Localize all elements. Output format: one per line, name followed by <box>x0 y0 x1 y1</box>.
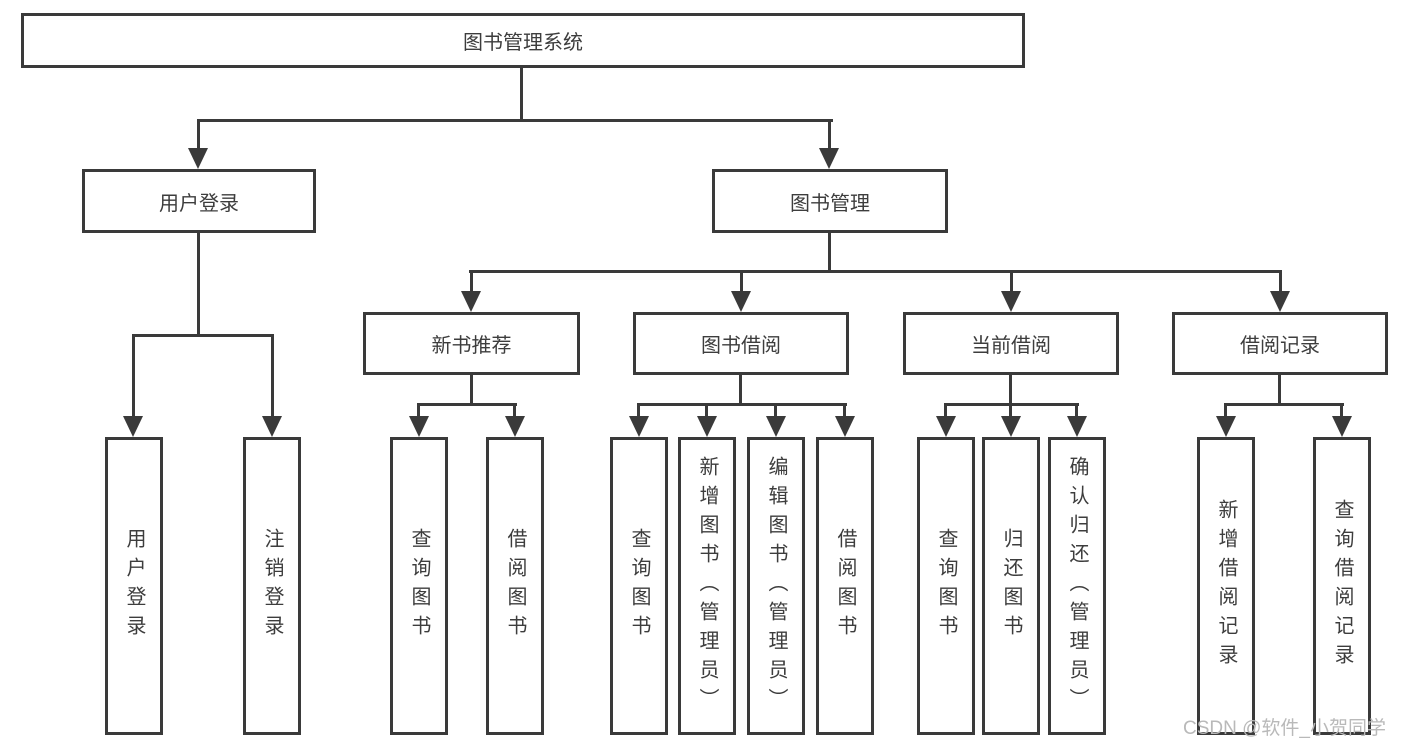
node-leaf-add-borrow-record: 新增借阅记录 <box>1197 437 1255 735</box>
node-book-borrow: 图书借阅 <box>633 312 849 375</box>
connector-leaf-stem <box>1224 403 1227 416</box>
connector-to-new-book-recommend-stem <box>470 270 473 291</box>
node-label: 查询图书 <box>628 528 650 644</box>
connector-to-leaf-user-login-stem <box>132 334 135 416</box>
node-leaf-logout: 注销登录 <box>243 437 301 735</box>
arrow-to-book-borrow-icon <box>731 291 751 312</box>
node-label: 图书借阅 <box>701 335 781 357</box>
connector-book-borrow-crossbar <box>637 403 847 406</box>
arrow-to-current-borrow-icon <box>1001 291 1021 312</box>
node-label: 查询借阅记录 <box>1331 499 1353 673</box>
connector-borrow-records-crossbar <box>1224 403 1344 406</box>
node-label: 借阅记录 <box>1240 335 1320 357</box>
node-label: 新增借阅记录 <box>1215 499 1237 673</box>
node-leaf-edit-books-admin: 编辑图书（管理员） <box>747 437 805 735</box>
node-leaf-query-borrow-record: 查询借阅记录 <box>1313 437 1371 735</box>
node-label: 借阅图书 <box>834 528 856 644</box>
connector-leaf-stem <box>944 403 947 416</box>
connector-leaf-stem <box>417 403 420 416</box>
node-current-borrow: 当前借阅 <box>903 312 1119 375</box>
arrow-to-leaf-borrow-books-recommend-icon <box>505 416 525 437</box>
connector-to-book-borrow-stem <box>740 270 743 291</box>
node-leaf-user-login: 用户登录 <box>105 437 163 735</box>
connector-borrow-records-stem <box>1278 375 1281 406</box>
node-leaf-query-books-current: 查询图书 <box>917 437 975 735</box>
arrow-to-leaf-logout-icon <box>262 416 282 437</box>
connector-leaf-stem <box>637 403 640 416</box>
node-label: 借阅图书 <box>504 528 526 644</box>
node-leaf-confirm-return-admin: 确认归还（管理员） <box>1048 437 1106 735</box>
connector-new-book-recommend-crossbar <box>417 403 517 406</box>
node-leaf-borrow-books-recommend: 借阅图书 <box>486 437 544 735</box>
node-leaf-return-books: 归还图书 <box>982 437 1040 735</box>
node-leaf-borrow-books-borrow: 借阅图书 <box>816 437 874 735</box>
connector-leaf-stem <box>1075 403 1078 416</box>
arrow-to-leaf-edit-books-admin-icon <box>766 416 786 437</box>
connector-root-stem <box>520 66 523 121</box>
arrow-to-user-login-icon <box>188 148 208 169</box>
connector-book-borrow-stem <box>739 375 742 406</box>
connector-to-book-management-stem <box>828 119 831 148</box>
connector-leaf-stem <box>1009 403 1012 416</box>
arrow-to-leaf-query-books-recommend-icon <box>409 416 429 437</box>
arrow-to-new-book-recommend-icon <box>461 291 481 312</box>
arrow-to-leaf-return-books-icon <box>1001 416 1021 437</box>
node-label: 查询图书 <box>935 528 957 644</box>
arrow-to-leaf-query-books-borrow-icon <box>629 416 649 437</box>
node-leaf-add-books-admin: 新增图书（管理员） <box>678 437 736 735</box>
connector-leaf-stem <box>705 403 708 416</box>
node-label: 归还图书 <box>1000 528 1022 644</box>
node-user-login: 用户登录 <box>82 169 316 233</box>
connector-leaf-stem <box>513 403 516 416</box>
node-label: 图书管理系统 <box>463 32 583 54</box>
connector-leaf-stem <box>1340 403 1343 416</box>
connector-book-management-stem <box>828 233 831 273</box>
node-book-management: 图书管理 <box>712 169 948 233</box>
node-label: 编辑图书（管理员） <box>765 455 787 717</box>
node-leaf-query-books-recommend: 查询图书 <box>390 437 448 735</box>
connector-to-current-borrow-stem <box>1010 270 1013 291</box>
node-label: 新增图书（管理员） <box>696 455 718 717</box>
node-label: 注销登录 <box>261 528 283 644</box>
node-label: 查询图书 <box>408 528 430 644</box>
arrow-to-leaf-add-books-admin-icon <box>697 416 717 437</box>
arrow-to-leaf-user-login-icon <box>123 416 143 437</box>
node-label: 用户登录 <box>123 528 145 644</box>
node-label: 新书推荐 <box>431 335 512 357</box>
connector-user-login-stem <box>197 233 200 337</box>
node-label: 用户登录 <box>159 192 239 215</box>
node-borrow-records: 借阅记录 <box>1172 312 1388 375</box>
connector-user-login-crossbar <box>132 334 274 337</box>
csdn-watermark: CSDN @软件_小贺同学 <box>1183 718 1386 739</box>
arrow-to-leaf-borrow-books-borrow-icon <box>835 416 855 437</box>
connector-current-borrow-stem <box>1009 375 1012 406</box>
connector-root-crossbar <box>197 119 833 122</box>
arrow-to-leaf-query-books-current-icon <box>936 416 956 437</box>
connector-to-user-login-stem <box>197 119 200 148</box>
node-leaf-query-books-borrow: 查询图书 <box>610 437 668 735</box>
connector-book-management-crossbar <box>469 270 1282 273</box>
node-new-book-recommend: 新书推荐 <box>363 312 580 375</box>
node-label: 图书管理 <box>790 192 870 215</box>
arrow-to-leaf-add-borrow-record-icon <box>1216 416 1236 437</box>
node-label: 当前借阅 <box>971 335 1051 357</box>
node-library-management-system: 图书管理系统 <box>21 13 1025 68</box>
connector-new-book-recommend-stem <box>470 375 473 406</box>
connector-leaf-stem <box>774 403 777 416</box>
arrow-to-leaf-confirm-return-admin-icon <box>1067 416 1087 437</box>
node-label: 确认归还（管理员） <box>1066 455 1088 717</box>
connector-to-borrow-records-stem <box>1279 270 1282 291</box>
arrow-to-borrow-records-icon <box>1270 291 1290 312</box>
arrow-to-leaf-query-borrow-record-icon <box>1332 416 1352 437</box>
connector-leaf-stem <box>843 403 846 416</box>
arrow-to-book-management-icon <box>819 148 839 169</box>
connector-to-leaf-logout-stem <box>271 334 274 416</box>
